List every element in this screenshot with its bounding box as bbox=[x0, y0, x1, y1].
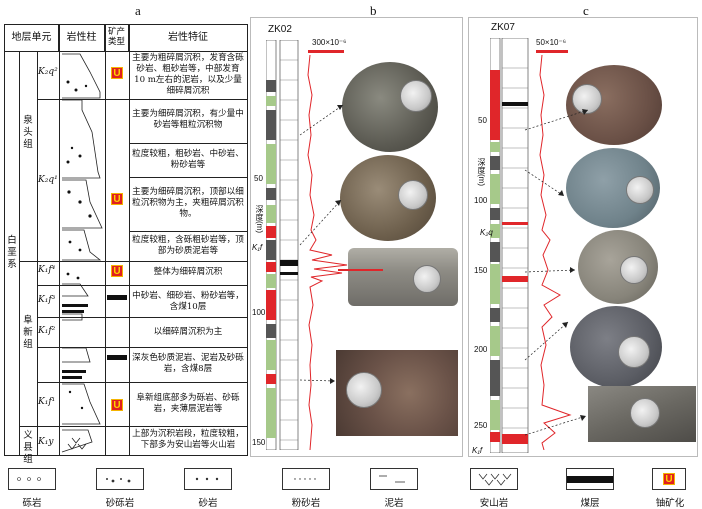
coin-scale bbox=[630, 398, 660, 428]
coin-scale bbox=[572, 84, 602, 114]
coin-scale bbox=[618, 336, 650, 368]
formation-k1f4: K₁f⁴ bbox=[38, 265, 56, 275]
zk02-gamma-curve bbox=[307, 55, 348, 450]
zk02-scale-label: 300×10⁻⁶ bbox=[312, 38, 347, 47]
coin-scale bbox=[413, 265, 441, 293]
stratigraphy-table: 地层单元 岩性柱 矿产类型 岩性特征 白垩系 泉头组 阜新组 义县组 K₂q² … bbox=[4, 24, 248, 465]
legend-andesite: 安山岩 bbox=[479, 498, 509, 509]
legend-sandstone: 砂岩 bbox=[198, 498, 218, 509]
coal-seam-mark bbox=[107, 355, 127, 360]
header-features: 岩性特征 bbox=[168, 32, 208, 43]
zk07-tick-50: 50 bbox=[478, 116, 487, 125]
uranium-icon: U bbox=[111, 193, 123, 205]
feature-row-11: 上部为沉积岩段，粒度较粗，下部多为安山岩等火山岩 bbox=[132, 429, 244, 450]
legend-coal-swatch bbox=[566, 468, 614, 490]
zk02-axis-label: 深度(m) bbox=[255, 205, 264, 233]
legend-conglomerate: 砾岩 bbox=[22, 498, 42, 509]
legend-gravel-sandstone-swatch bbox=[96, 468, 144, 490]
zk02-core-column bbox=[266, 40, 299, 450]
feature-row-1: 主要为粗碎屑沉积，发育含砾砂岩、粗砂岩等，中部发育10 m左右的泥岩，以及少量细… bbox=[132, 53, 244, 96]
formation-k2q2: K₂q² bbox=[38, 67, 58, 77]
legend-andesite-swatch bbox=[470, 468, 518, 490]
header-unit: 地层单元 bbox=[5, 25, 59, 51]
mineral-marker-line bbox=[338, 269, 383, 271]
zk02-tick-100: 100 bbox=[252, 308, 266, 317]
zk07-marker-k2q: K₂q bbox=[480, 228, 493, 237]
coin-scale bbox=[400, 80, 432, 112]
zk07-gamma-curve bbox=[539, 55, 572, 450]
zk07-tick-200: 200 bbox=[474, 345, 488, 354]
coin-scale bbox=[626, 176, 654, 204]
formation-k1f3: K₁f³ bbox=[38, 295, 56, 305]
feature-row-5: 粒度较粗，含砾粗砂岩等，顶部为砂质泥岩等 bbox=[132, 235, 244, 256]
zk07-scale-bar bbox=[536, 50, 568, 53]
feature-row-4: 主要为细碎屑沉积，顶部以细粒沉积物为主，夹粗碎屑沉积物。 bbox=[132, 187, 244, 219]
zk07-scale-label: 50×10⁻⁶ bbox=[536, 38, 566, 47]
feature-row-2: 主要为细碎屑沉积，有少量中砂岩等粗粒沉积物 bbox=[132, 109, 244, 130]
legend-siltstone: 粉砂岩 bbox=[291, 498, 321, 509]
header-mineral: 矿产类型 bbox=[105, 25, 129, 51]
formation-k1f1: K₁f¹ bbox=[38, 397, 56, 407]
zk02-tick-150: 150 bbox=[252, 438, 266, 447]
uranium-icon: U bbox=[111, 265, 123, 277]
zk07-tick-250: 250 bbox=[474, 421, 488, 430]
legend-sandstone-swatch bbox=[184, 468, 232, 490]
group-quantou: 泉头组 bbox=[23, 115, 33, 150]
legend-coal: 煤层 bbox=[580, 498, 600, 509]
zk02-formation-marker: K₁f bbox=[252, 243, 263, 252]
zk02-title: ZK02 bbox=[268, 24, 292, 35]
panel-label-a: a bbox=[135, 3, 141, 18]
legend-gravel-sandstone: 砂砾岩 bbox=[105, 498, 135, 509]
formation-k2q1: K₂q¹ bbox=[38, 175, 58, 185]
feature-row-10: 阜新组底部多为砾岩、砂砾岩，夹薄层泥岩等 bbox=[136, 393, 240, 414]
panel-c-frame bbox=[468, 17, 698, 457]
uranium-icon: U bbox=[663, 473, 675, 485]
zk07-axis-label: 深度(m) bbox=[477, 158, 486, 186]
zk02-tick-50: 50 bbox=[254, 174, 263, 183]
coin-scale bbox=[346, 372, 382, 408]
zk07-title: ZK07 bbox=[491, 22, 515, 33]
legend-uranium: 铀矿化 bbox=[655, 498, 685, 509]
header-column: 岩性柱 bbox=[59, 25, 105, 51]
lithology-column bbox=[61, 53, 103, 453]
coal-seam-mark bbox=[107, 295, 127, 300]
legend-uranium-swatch: U bbox=[652, 468, 686, 490]
feature-row-7: 中砂岩、细砂岩、粉砂岩等，含煤10层 bbox=[132, 291, 244, 312]
formation-k1y: K₁y bbox=[38, 437, 54, 447]
zk02-arrows bbox=[299, 104, 344, 384]
feature-row-6: 整体为细碎屑沉积 bbox=[153, 267, 223, 277]
panel-label-b: b bbox=[370, 3, 377, 18]
uranium-icon: U bbox=[111, 67, 123, 79]
coin-scale bbox=[398, 180, 428, 210]
legend-conglomerate-swatch bbox=[8, 468, 56, 490]
zk07-tick-100: 100 bbox=[474, 196, 488, 205]
uranium-icon: U bbox=[111, 399, 123, 411]
panel-b-frame bbox=[250, 17, 463, 457]
legend-siltstone-swatch bbox=[282, 468, 330, 490]
formation-k1f2: K₁f² bbox=[38, 326, 56, 336]
system-label: 白垩系 bbox=[7, 235, 17, 270]
core-sample-photo bbox=[348, 248, 458, 306]
legend-mudstone-swatch bbox=[370, 468, 418, 490]
legend-mudstone: 泥岩 bbox=[384, 498, 404, 509]
zk07-core-column bbox=[490, 38, 529, 453]
feature-row-3: 粒度较粗，粗砂岩、中砂岩、粉砂岩等 bbox=[132, 149, 244, 170]
zk07-tick-150: 150 bbox=[474, 266, 488, 275]
panel-label-c: c bbox=[583, 3, 589, 18]
zk02-scale-bar bbox=[308, 50, 344, 53]
zk07-marker-k1f: K₁f bbox=[472, 446, 483, 455]
zk07-arrows bbox=[524, 109, 589, 436]
feature-row-8: 以细碎屑沉积为主 bbox=[153, 327, 223, 337]
feature-row-9: 深灰色砂质泥岩、泥岩及砂砾岩，含煤8层 bbox=[132, 353, 244, 374]
coin-scale bbox=[620, 256, 648, 284]
group-fuxin: 阜新组 bbox=[23, 315, 33, 350]
group-yixian: 义县组 bbox=[23, 430, 33, 465]
